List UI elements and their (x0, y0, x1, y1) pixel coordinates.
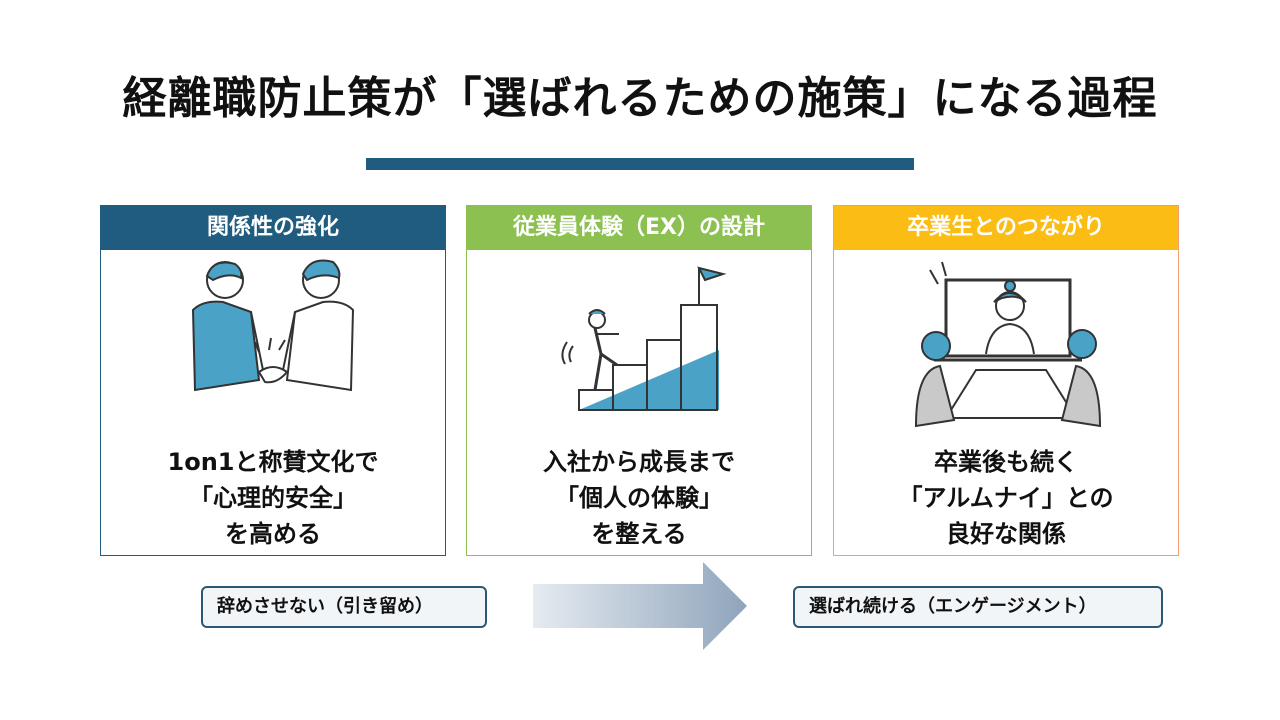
card-description: 卒業後も続く 「アルムナイ」との 良好な関係 (834, 444, 1178, 552)
card-alumni: 卒業生とのつながり 卒業後も続く 「アルムナイ」との 良好な関係 (833, 205, 1179, 556)
card-line: 「個人の体験」 (555, 484, 723, 512)
page-title: 経離職防止策が「選ばれるための施策」になる過程 (122, 73, 1158, 124)
stairs-flag-icon (467, 250, 811, 440)
card-header: 卒業生とのつながり (834, 206, 1178, 250)
label-retention: 辞めさせない（引き留め） (201, 586, 487, 628)
card-relationship: 関係性の強化 1on1と称賛文化で 「心理的安全」 を高める (100, 205, 446, 556)
card-line: 「心理的安全」 (189, 484, 357, 512)
card-line: 入社から成長まで (543, 448, 735, 476)
card-line: を高める (225, 520, 321, 548)
card-line: を整える (591, 520, 687, 548)
card-employee-experience: 従業員体験（EX）の設計 入社から成長まで 「個人の体験」 を整える (466, 205, 812, 556)
card-line: 良好な関係 (946, 520, 1066, 548)
card-line: 卒業後も続く (934, 448, 1078, 476)
card-description: 1on1と称賛文化で 「心理的安全」 を高める (101, 444, 445, 552)
card-line: 1on1と称賛文化で (167, 448, 379, 476)
title-underline (366, 158, 914, 170)
card-description: 入社から成長まで 「個人の体験」 を整える (467, 444, 811, 552)
progress-arrow-icon (533, 562, 747, 650)
handshake-icon (101, 250, 445, 440)
card-header: 関係性の強化 (101, 206, 445, 250)
card-line: 「アルムナイ」との (898, 484, 1114, 512)
label-engagement: 選ばれ続ける（エンゲージメント） (793, 586, 1163, 628)
video-meeting-icon (834, 250, 1178, 440)
card-header: 従業員体験（EX）の設計 (467, 206, 811, 250)
